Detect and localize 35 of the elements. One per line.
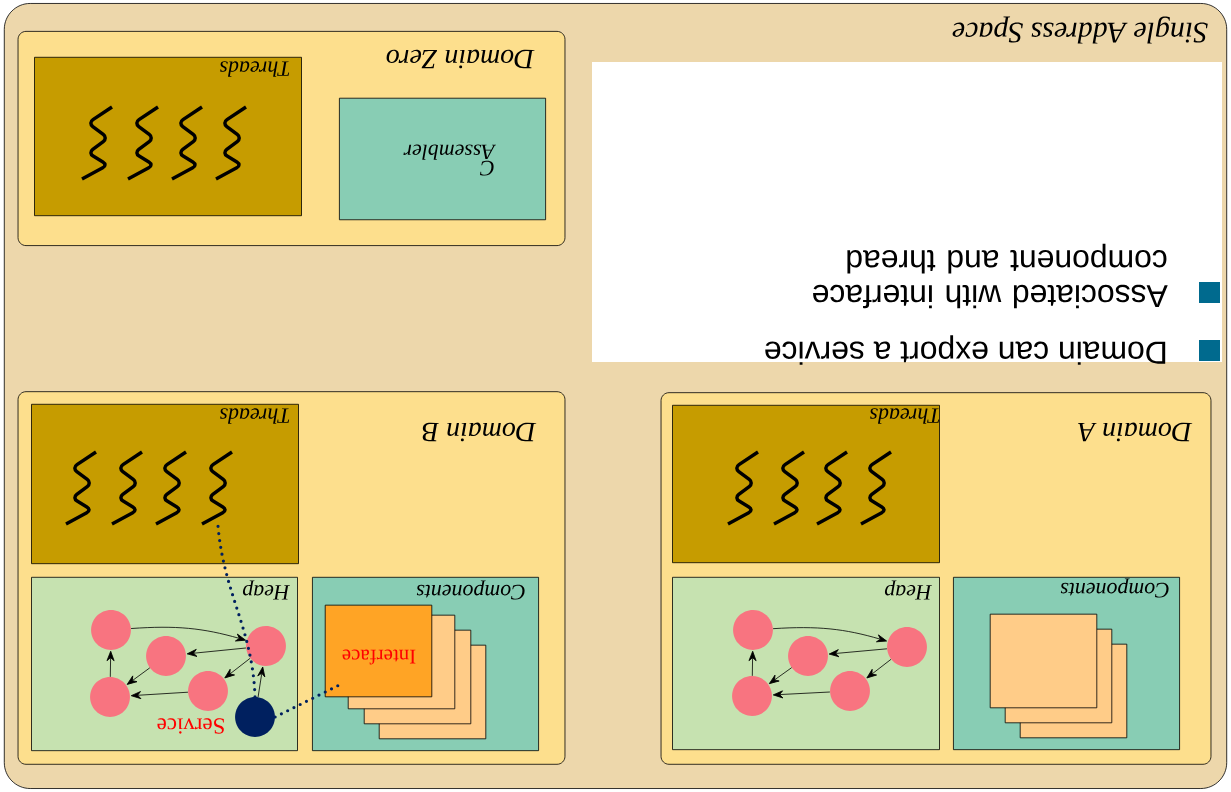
arrow — [106, 650, 115, 678]
bullet-text: Associated with interface component and thread — [813, 243, 1168, 309]
interface-card: Interface — [324, 604, 433, 698]
arrow — [130, 626, 246, 642]
object-circle — [788, 636, 828, 676]
arrow — [130, 691, 189, 700]
connector — [273, 683, 341, 719]
bullet-text: Domain can export a service — [765, 335, 1166, 365]
object-circle — [246, 626, 286, 666]
threads-box: Threads — [34, 56, 302, 217]
threads-box: Threads — [31, 403, 299, 565]
object-circle — [91, 610, 131, 650]
arrow — [772, 690, 831, 699]
object-circle — [188, 671, 228, 711]
arrow — [748, 650, 757, 677]
arrow — [768, 667, 793, 685]
arrow — [866, 658, 892, 679]
object-circle — [146, 636, 186, 676]
threads-box: Threads — [672, 404, 940, 564]
node-caption: Service — [157, 718, 224, 734]
arrow — [772, 627, 887, 643]
object-circle — [830, 671, 870, 711]
arrow — [126, 667, 151, 685]
arrow — [186, 647, 247, 657]
object-circle — [90, 677, 130, 717]
arrow — [257, 666, 266, 698]
object-circle — [732, 676, 772, 716]
arrow — [828, 648, 888, 658]
arrow — [224, 657, 251, 679]
object-circle — [733, 610, 773, 650]
object-circle — [887, 627, 927, 667]
components-box: C Assembler — [339, 97, 546, 221]
thread-squiggle — [201, 450, 233, 526]
connector — [216, 524, 257, 699]
component-card — [989, 613, 1098, 709]
